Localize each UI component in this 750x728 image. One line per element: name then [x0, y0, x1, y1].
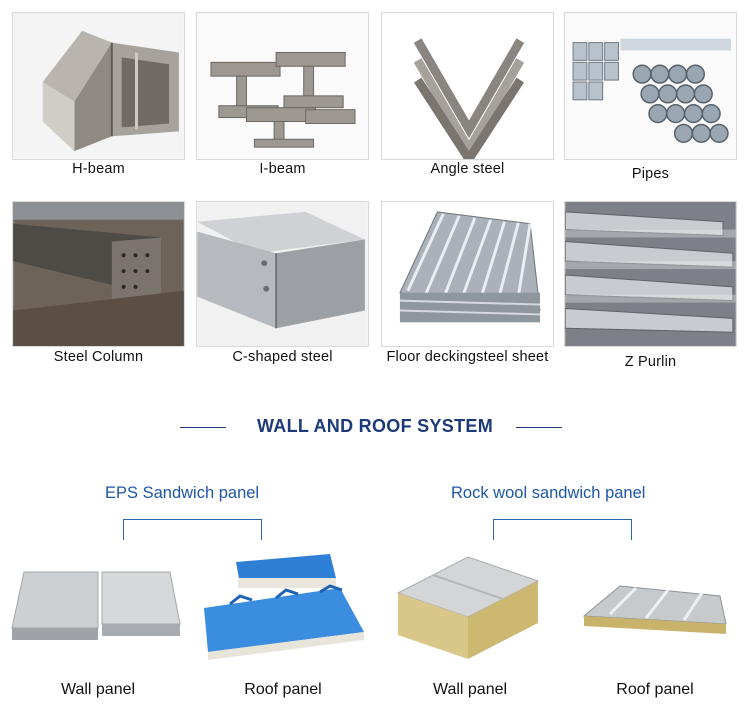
- eps-wall-panel: [10, 568, 182, 642]
- rockwool-roof-panel-image: [582, 585, 727, 634]
- steel-column-image: [13, 202, 184, 346]
- title-rule-left: [180, 427, 226, 428]
- c-shaped-steel-image: [197, 202, 368, 346]
- product-label: Floor deckingsteel sheet: [386, 349, 549, 365]
- product-label: Pipes: [631, 166, 670, 182]
- rockwool-wall-panel: [396, 551, 540, 663]
- angle-steel-image: [382, 13, 553, 159]
- z-purlin-image: [565, 202, 736, 346]
- i-beam-image: [197, 13, 368, 159]
- eps-wall-panel-image: [11, 571, 181, 640]
- pipes-image: [565, 13, 736, 159]
- section-title: WALL AND ROOF SYSTEM: [256, 416, 493, 436]
- product-card-angle-steel: [381, 12, 554, 160]
- rockwool-roof-panel: [580, 580, 730, 640]
- h-beam-image: [13, 13, 184, 159]
- group-title-eps: EPS Sandwich panel: [105, 484, 260, 502]
- panel-label: Roof panel: [244, 681, 322, 698]
- product-card-pipes: [564, 12, 737, 160]
- product-label: H-beam: [72, 161, 125, 177]
- panel-label: Wall panel: [432, 681, 508, 698]
- product-card-h-beam: [12, 12, 185, 160]
- title-rule-right: [516, 427, 562, 428]
- panel-label: Wall panel: [60, 681, 136, 698]
- product-label: Steel Column: [53, 349, 144, 365]
- product-card-i-beam: [196, 12, 369, 160]
- product-label: Z Purlin: [624, 354, 677, 370]
- group-title-rock-wool: Rock wool sandwich panel: [451, 484, 646, 502]
- group-bracket-eps: [123, 519, 262, 540]
- product-card-floor-decking: [381, 201, 554, 347]
- product-card-steel-column: [12, 201, 185, 347]
- floor-decking-image: [382, 202, 553, 346]
- eps-roof-panel-image: [204, 554, 364, 660]
- rockwool-wall-panel-image: [396, 556, 540, 659]
- eps-roof-panel: [200, 548, 368, 660]
- product-label: C-shaped steel: [232, 349, 333, 365]
- product-card-c-shaped-steel: [196, 201, 369, 347]
- product-card-z-purlin: [564, 201, 737, 347]
- product-label: I-beam: [259, 161, 306, 177]
- product-label: Angle steel: [430, 161, 505, 177]
- group-bracket-rock-wool: [493, 519, 632, 540]
- panel-label: Roof panel: [616, 681, 694, 698]
